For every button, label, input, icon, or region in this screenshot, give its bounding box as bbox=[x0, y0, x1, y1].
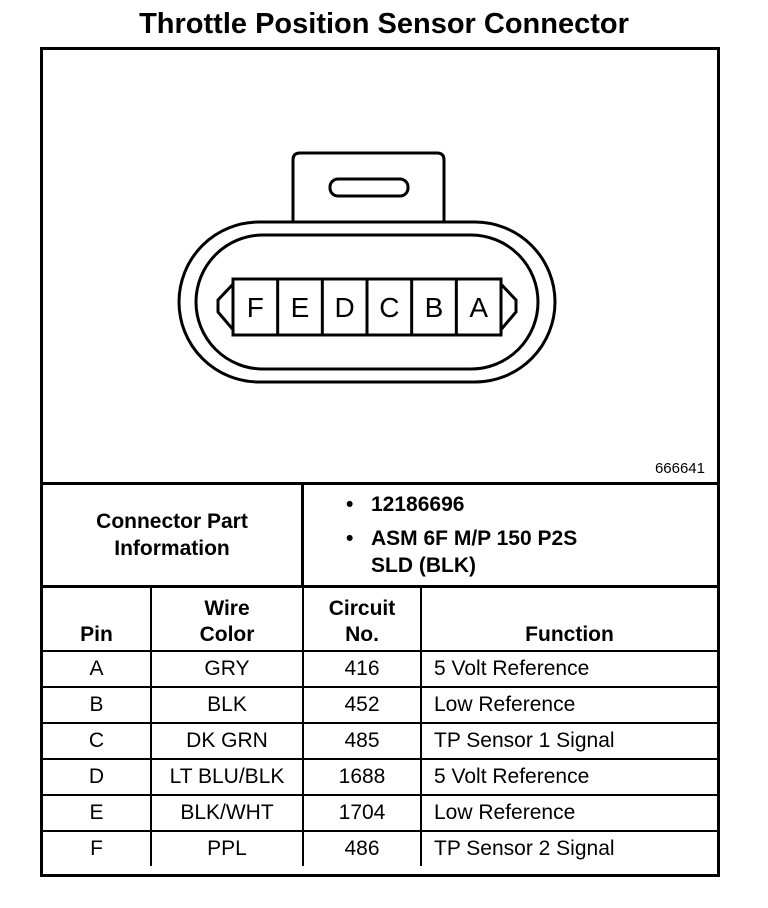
connector-left-key bbox=[216, 280, 237, 333]
cell-function: Low Reference bbox=[420, 686, 717, 724]
cell-pin: A bbox=[43, 650, 152, 688]
header-pin: Pin bbox=[43, 588, 152, 652]
part-number: 12186696 bbox=[371, 493, 465, 516]
cell-pin: B bbox=[43, 686, 152, 724]
cell-wire-color: GRY bbox=[150, 650, 304, 688]
table-row: D LT BLU/BLK 1688 5 Volt Reference bbox=[43, 758, 717, 796]
part-info-label-text: Connector Part Information bbox=[96, 510, 248, 560]
cell-pin: C bbox=[43, 722, 152, 760]
cell-wire-color: DK GRN bbox=[150, 722, 304, 760]
cell-pin: F bbox=[43, 830, 152, 866]
table-header-row: Pin Wire Color Circuit No. Function bbox=[43, 588, 717, 652]
cell-circuit-no: 1704 bbox=[302, 794, 422, 832]
cell-function: TP Sensor 1 Signal bbox=[420, 722, 717, 760]
connector-lock-slot bbox=[328, 177, 410, 198]
cell-function: 5 Volt Reference bbox=[420, 758, 717, 796]
cell-wire-color: PPL bbox=[150, 830, 304, 866]
cell-function: TP Sensor 2 Signal bbox=[420, 830, 717, 866]
cell-circuit-no: 416 bbox=[302, 650, 422, 688]
pin-label-b: B bbox=[425, 292, 444, 323]
connector-part-info: Connector Part Information 12186696 ASM … bbox=[43, 485, 717, 588]
part-info-list: 12186696 ASM 6F M/P 150 P2S SLD (BLK) bbox=[343, 491, 717, 591]
cell-circuit-no: 1688 bbox=[302, 758, 422, 796]
part-info-item: 12186696 bbox=[343, 491, 717, 518]
pin-label-f: F bbox=[247, 292, 264, 323]
header-circuit-no: Circuit No. bbox=[302, 588, 422, 652]
table-row: E BLK/WHT 1704 Low Reference bbox=[43, 794, 717, 832]
reference-number: 666641 bbox=[654, 460, 705, 477]
cell-circuit-no: 485 bbox=[302, 722, 422, 760]
connector-right-key bbox=[497, 280, 518, 333]
pin-label-c: C bbox=[379, 292, 399, 323]
header-wire-color: Wire Color bbox=[150, 588, 304, 652]
cell-circuit-no: 452 bbox=[302, 686, 422, 724]
part-info-label: Connector Part Information bbox=[43, 485, 304, 585]
page-title: Throttle Position Sensor Connector bbox=[139, 8, 629, 40]
table-row: C DK GRN 485 TP Sensor 1 Signal bbox=[43, 722, 717, 760]
pin-label-d: D bbox=[335, 292, 355, 323]
pin-label-e: E bbox=[291, 292, 310, 323]
table-row: B BLK 452 Low Reference bbox=[43, 686, 717, 724]
cell-pin: D bbox=[43, 758, 152, 796]
part-description: ASM 6F M/P 150 P2S SLD (BLK) bbox=[371, 527, 578, 577]
table-row: F PPL 486 TP Sensor 2 Signal bbox=[43, 830, 717, 866]
table-row: A GRY 416 5 Volt Reference bbox=[43, 650, 717, 688]
pin-label-a: A bbox=[469, 292, 488, 323]
cell-wire-color: BLK/WHT bbox=[150, 794, 304, 832]
cell-pin: E bbox=[43, 794, 152, 832]
header-function: Function bbox=[420, 588, 717, 652]
part-info-item: ASM 6F M/P 150 P2S SLD (BLK) bbox=[343, 525, 717, 579]
pin-table: Pin Wire Color Circuit No. Function A GR… bbox=[43, 588, 717, 866]
cell-wire-color: LT BLU/BLK bbox=[150, 758, 304, 796]
cell-circuit-no: 486 bbox=[302, 830, 422, 866]
cell-function: 5 Volt Reference bbox=[420, 650, 717, 688]
cell-wire-color: BLK bbox=[150, 686, 304, 724]
cell-function: Low Reference bbox=[420, 794, 717, 832]
